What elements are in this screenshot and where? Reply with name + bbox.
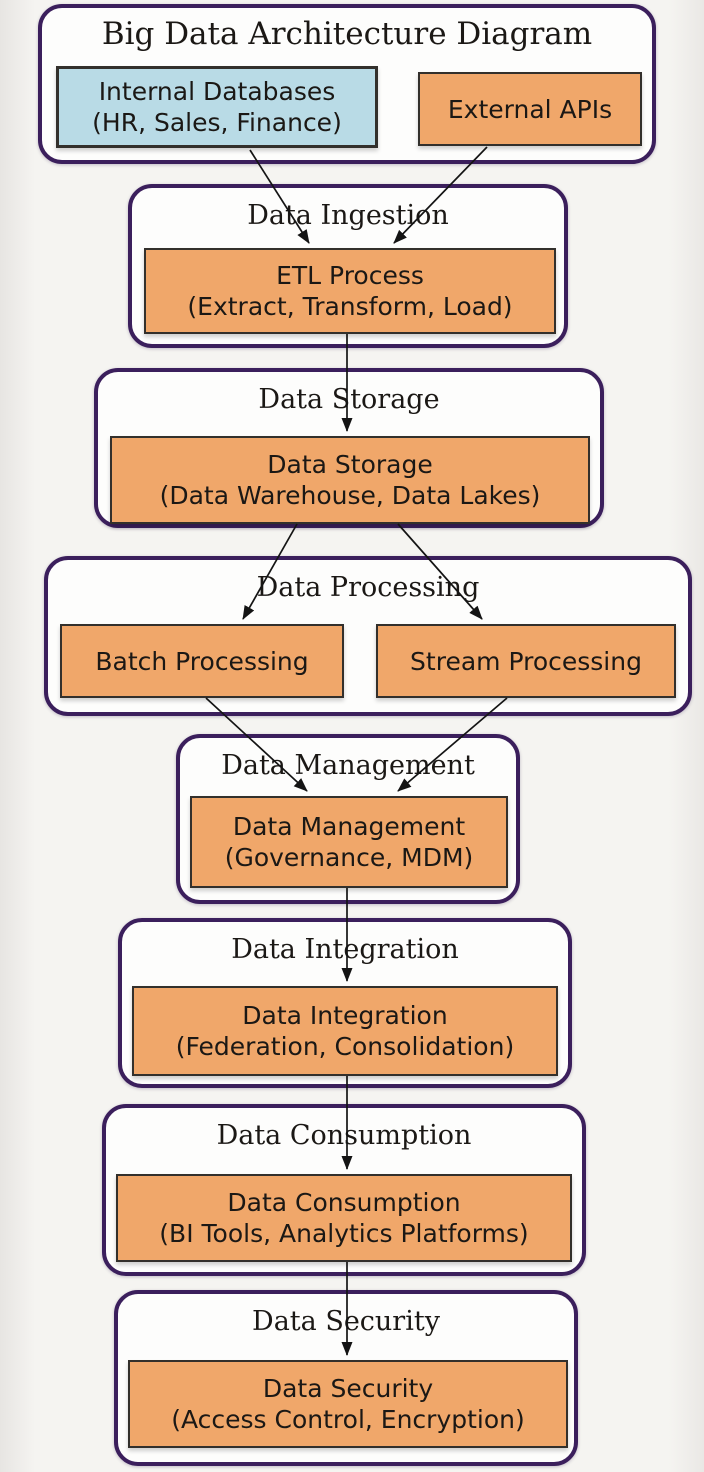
node-data-consumption: Data Consumption (BI Tools, Analytics Pl… bbox=[116, 1174, 572, 1262]
node-label-line: (HR, Sales, Finance) bbox=[92, 108, 342, 137]
node-label-line: Batch Processing bbox=[95, 646, 309, 676]
node-data-storage: Data Storage (Data Warehouse, Data Lakes… bbox=[110, 436, 590, 524]
cluster-data-ingestion: Data Ingestion ETL Process (Extract, Tra… bbox=[128, 184, 568, 348]
cluster-title-data-security: Data Security bbox=[252, 1306, 440, 1337]
cluster-data-storage: Data Storage Data Storage (Data Warehous… bbox=[94, 368, 604, 528]
node-label-line: Internal Databases bbox=[98, 77, 336, 106]
node-internal-databases: Internal Databases (HR, Sales, Finance) bbox=[56, 66, 378, 148]
node-label-line: Data Storage bbox=[267, 450, 433, 479]
node-data-integration: Data Integration (Federation, Consolidat… bbox=[132, 986, 558, 1076]
node-label-line: Data Consumption bbox=[227, 1188, 461, 1217]
node-label-line: (Governance, MDM) bbox=[224, 843, 474, 872]
cluster-title-data-consumption: Data Consumption bbox=[216, 1120, 472, 1151]
node-label-line: (Data Warehouse, Data Lakes) bbox=[159, 481, 541, 510]
node-etl-process: ETL Process (Extract, Transform, Load) bbox=[144, 248, 556, 334]
node-batch-processing: Batch Processing bbox=[60, 624, 344, 698]
cluster-data-security: Data Security Data Security (Access Cont… bbox=[114, 1290, 578, 1466]
diagram-title: Big Data Architecture Diagram bbox=[101, 16, 593, 52]
cluster-data-integration: Data Integration Data Integration (Feder… bbox=[118, 918, 572, 1088]
node-label-line: Data Integration bbox=[242, 1001, 448, 1030]
cluster-title-data-ingestion: Data Ingestion bbox=[247, 200, 449, 231]
cluster-title-data-processing: Data Processing bbox=[256, 572, 480, 603]
node-label-line: Data Security bbox=[262, 1374, 434, 1403]
cluster-data-consumption: Data Consumption Data Consumption (BI To… bbox=[102, 1104, 586, 1276]
node-label-line: Stream Processing bbox=[410, 646, 642, 676]
node-data-security: Data Security (Access Control, Encryptio… bbox=[128, 1360, 568, 1448]
node-data-management: Data Management (Governance, MDM) bbox=[190, 796, 508, 888]
cluster-data-management: Data Management Data Management (Governa… bbox=[176, 734, 520, 904]
node-label-line: (Access Control, Encryption) bbox=[171, 1405, 525, 1434]
node-label-line: (Extract, Transform, Load) bbox=[187, 292, 513, 321]
node-label-line: (Federation, Consolidation) bbox=[175, 1032, 515, 1061]
cluster-sources: Big Data Architecture Diagram Internal D… bbox=[38, 4, 656, 164]
cluster-title-data-integration: Data Integration bbox=[231, 934, 459, 965]
cluster-data-processing: Data Processing Batch Processing Stream … bbox=[44, 556, 692, 716]
node-label-line: External APIs bbox=[447, 94, 613, 124]
node-label-line: Data Management bbox=[232, 812, 466, 841]
cluster-title-data-storage: Data Storage bbox=[258, 384, 440, 415]
node-stream-processing: Stream Processing bbox=[376, 624, 676, 698]
node-label-line: (BI Tools, Analytics Platforms) bbox=[159, 1219, 529, 1248]
cluster-title-data-management: Data Management bbox=[221, 750, 475, 781]
node-label-line: ETL Process bbox=[276, 261, 424, 290]
node-external-apis: External APIs bbox=[418, 72, 642, 146]
